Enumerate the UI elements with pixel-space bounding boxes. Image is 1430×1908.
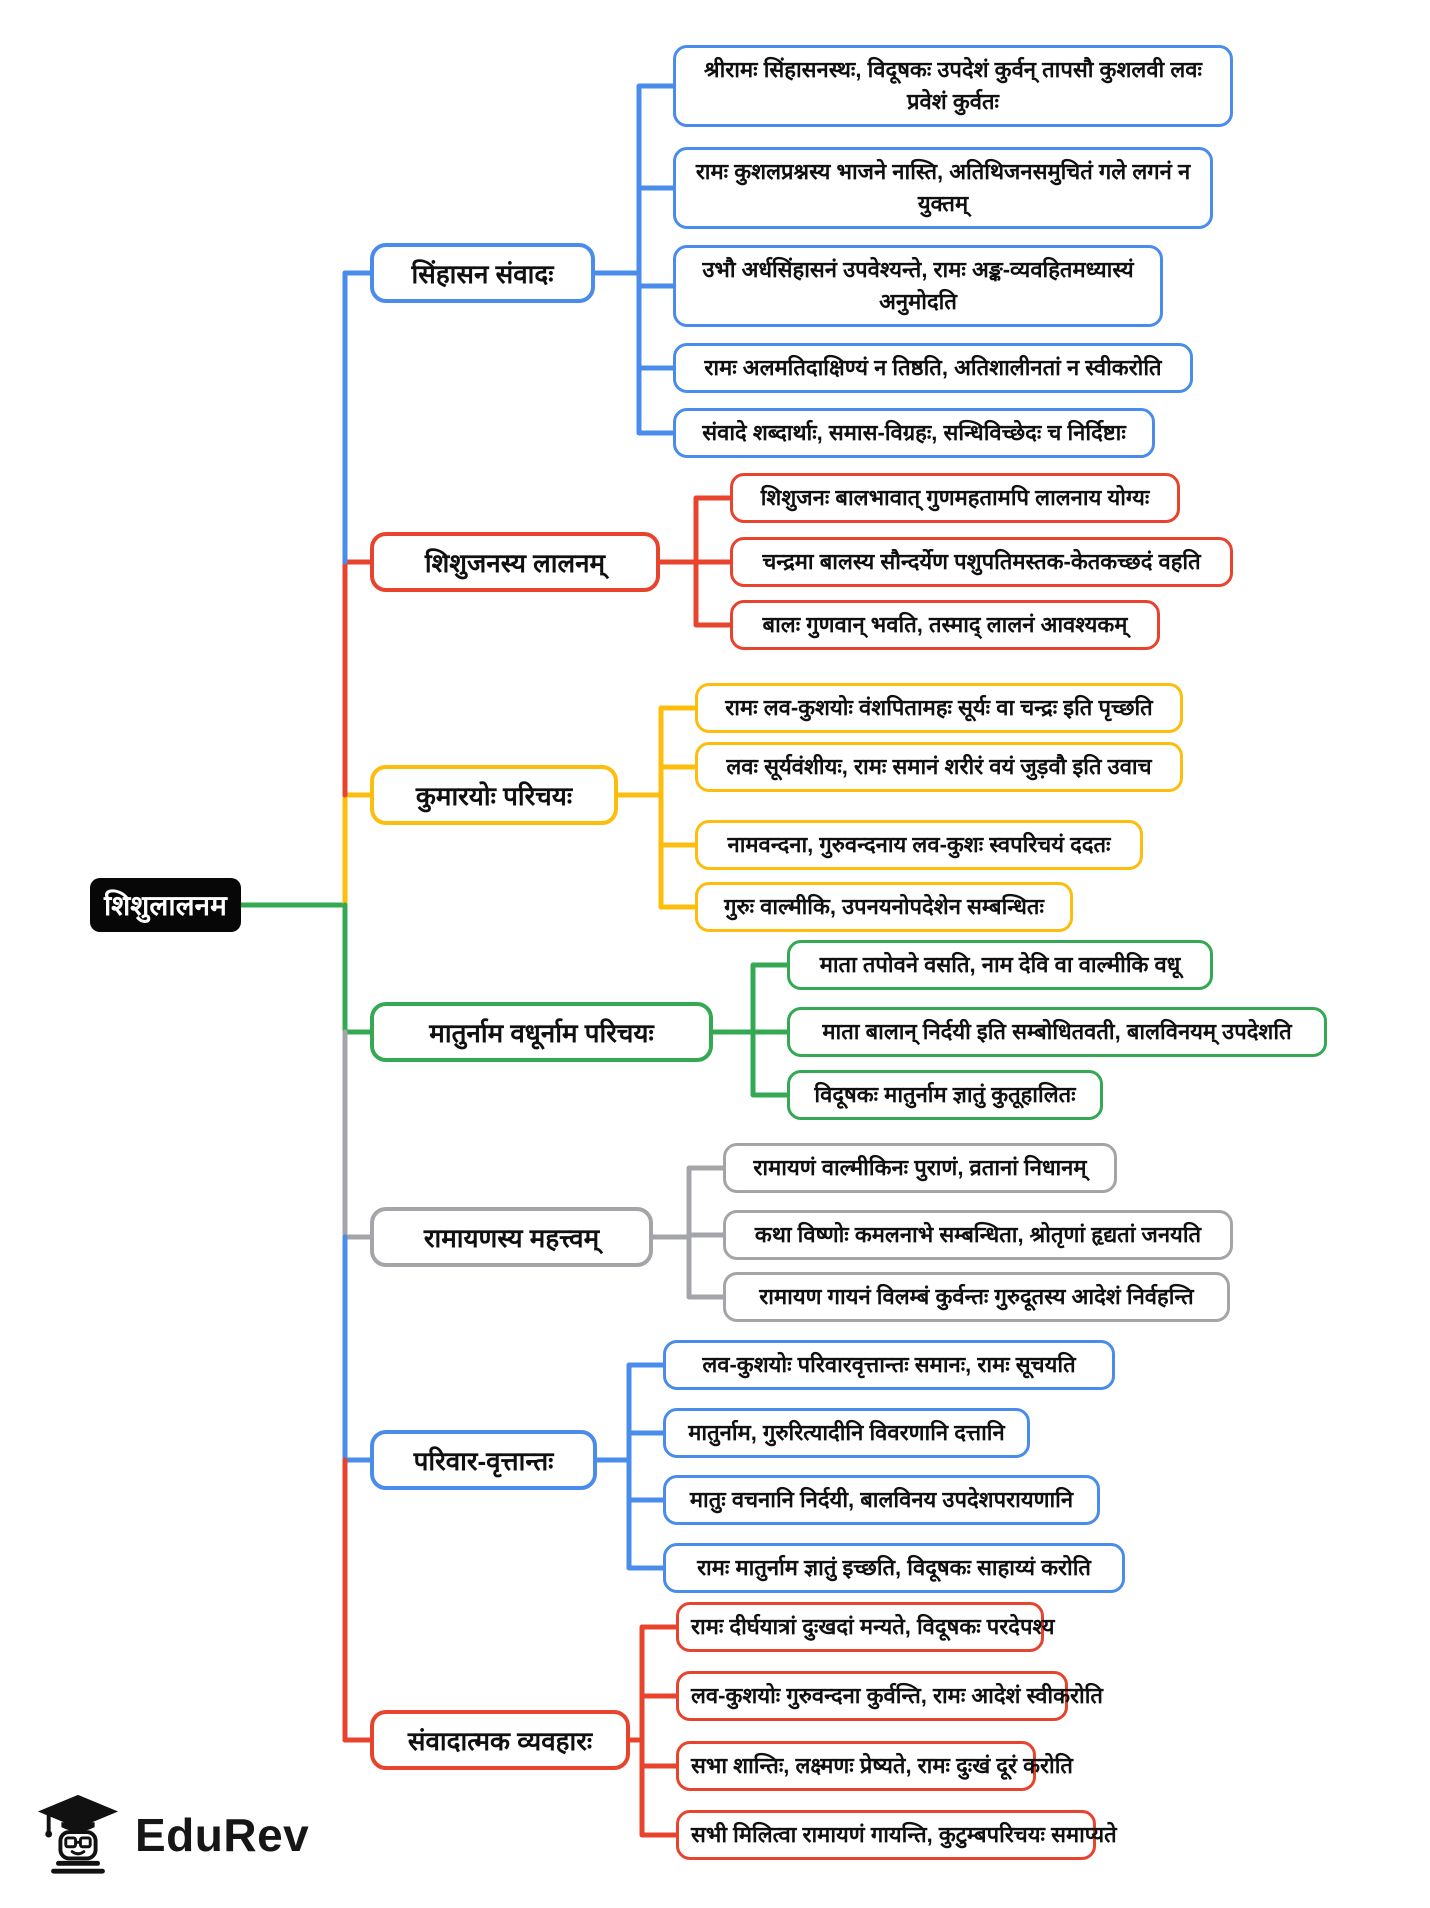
leaf-node: लवः सूर्यवंशीयः, रामः समानं शरीरं वयं जु… [695, 742, 1183, 792]
leaf-node: संवादे शब्दार्थाः, समास-विग्रहः, सन्धिवि… [673, 408, 1155, 458]
topic-node: मातुर्नाम वधूर्नाम परिचयः [370, 1002, 713, 1062]
leaf-node: बालः गुणवान् भवति, तस्माद् लालनं आवश्यकम… [730, 600, 1160, 650]
leaf-node: रामायण गायनं विलम्बं कुर्वन्तः गुरुदूतस्… [723, 1272, 1230, 1322]
leaf-node: उभौ अर्धसिंहासनं उपवेश्यन्ते, रामः अङ्क-… [673, 245, 1163, 327]
leaf-node: गुरुः वाल्मीकि, उपनयनोपदेशेन सम्बन्धितः [695, 882, 1073, 932]
leaf-node: लव-कुशयोः परिवारवृत्तान्तः समानः, रामः स… [663, 1340, 1115, 1390]
leaf-node: रामः दीर्घयात्रां दुःखदां मन्यते, विदूषक… [676, 1602, 1055, 1652]
leaf-node: रामः कुशलप्रश्नस्य भाजने नास्ति, अतिथिजन… [673, 147, 1213, 229]
leaf-node: सभी मिलित्वा रामायणं गायन्ति, कुटुम्बपरि… [676, 1810, 1117, 1860]
topic-node: सिंहासन संवादः [370, 243, 595, 303]
root-node: शिशुलालनम [90, 878, 241, 932]
topic-node: संवादात्मक व्यवहारः [370, 1710, 630, 1770]
leaf-node: रामः लव-कुशयोः वंशपितामहः सूर्यः वा चन्द… [695, 683, 1183, 733]
leaf-node: शिशुजनः बालभावात् गुणमहतामपि लालनाय योग्… [730, 473, 1180, 523]
leaf-node: मातुः वचनानि निर्दयी, बालविनय उपदेशपरायण… [663, 1475, 1100, 1525]
leaf-node: रामः मातुर्नाम ज्ञातुं इच्छति, विदूषकः स… [663, 1543, 1125, 1593]
leaf-node: सभा शान्तिः, लक्ष्मणः प्रेष्यते, रामः दु… [676, 1741, 1073, 1791]
leaf-node: लव-कुशयोः गुरुवन्दना कुर्वन्ति, रामः आदे… [676, 1671, 1103, 1721]
leaf-node: रामायणं वाल्मीकिनः पुराणं, व्रतानां निधा… [723, 1143, 1117, 1193]
leaf-node: कथा विष्णोः कमलनाभे सम्बन्धिता, श्रोतृणा… [723, 1210, 1233, 1260]
leaf-node: मातुर्नाम, गुरुरित्यादीनि विवरणानि दत्ता… [663, 1408, 1030, 1458]
topic-node: रामायणस्य महत्त्वम् [370, 1207, 653, 1267]
topic-node: शिशुजनस्य लालनम् [370, 532, 660, 592]
topic-node: कुमारयोः परिचयः [370, 765, 618, 825]
brand-name: EduRev [135, 1809, 310, 1861]
graduation-cap-mascot-icon [35, 1792, 121, 1878]
edurev-logo: EduRev [35, 1792, 309, 1878]
topic-node: परिवार-वृत्तान्तः [370, 1430, 597, 1490]
leaf-node: श्रीरामः सिंहासनस्थः, विदूषकः उपदेशं कुर… [673, 45, 1233, 127]
leaf-node: विदूषकः मातुर्नाम ज्ञातुं कुतूहालितः [787, 1070, 1103, 1120]
leaf-node: रामः अलमतिदाक्षिण्यं न तिष्ठति, अतिशालीन… [673, 343, 1193, 393]
leaf-node: नामवन्दना, गुरुवन्दनाय लव-कुशः स्वपरिचयं… [695, 820, 1143, 870]
leaf-node: माता तपोवने वसति, नाम देवि वा वाल्मीकि व… [787, 940, 1213, 990]
leaf-node: माता बालान् निर्दयी इति सम्बोधितवती, बाल… [787, 1007, 1327, 1057]
leaf-node: चन्द्रमा बालस्य सौन्दर्येण पशुपतिमस्तक-क… [730, 537, 1233, 587]
